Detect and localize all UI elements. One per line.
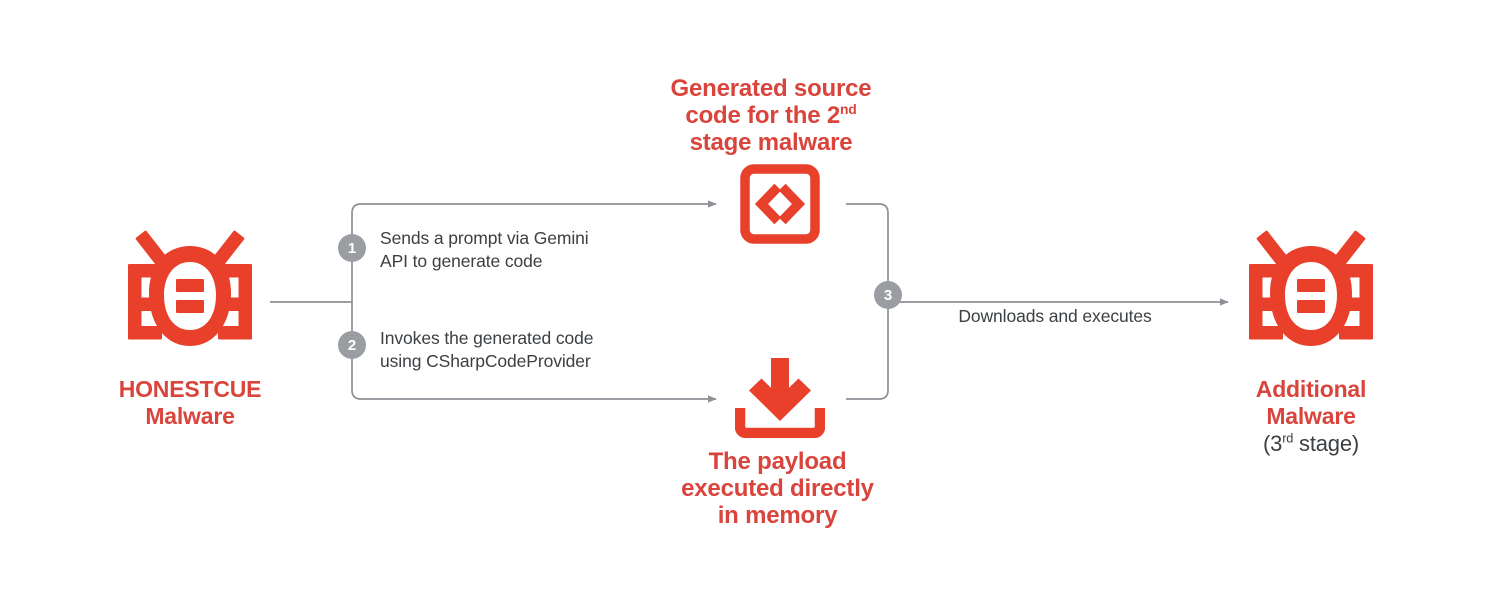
- step-badge-1[interactable]: 1: [338, 234, 366, 262]
- generated-code-heading-line1: Generated source: [670, 75, 872, 102]
- generated-code-heading-line2-text: code for the 2: [685, 102, 840, 129]
- additional-node-sublabel: (3rd stage): [1191, 430, 1431, 457]
- payload-heading-line1: The payload: [708, 448, 847, 475]
- additional-node-sublabel-pre: (3: [1263, 431, 1283, 456]
- additional-node-label-line2: Malware: [1266, 403, 1356, 429]
- step-text-3: Downloads and executes: [958, 306, 1152, 326]
- additional-node-label: Additional Malware (3rd stage): [1191, 376, 1431, 457]
- step-badge-2[interactable]: 2: [338, 331, 366, 359]
- generated-code-heading-line2: code for the 2nd: [651, 102, 891, 129]
- bug-icon-additional: [1245, 218, 1377, 358]
- download-icon: [734, 358, 826, 439]
- source-node-label-line1: HONESTCUE: [118, 376, 262, 402]
- step-badge-3[interactable]: 3: [874, 281, 902, 309]
- step-text-1: Sends a prompt via Gemini API to generat…: [380, 228, 589, 271]
- code-brackets-icon: [740, 164, 820, 244]
- payload-heading-line2: executed directly: [681, 475, 874, 502]
- additional-node-sublabel-post: stage): [1293, 431, 1359, 456]
- additional-node-sublabel-ordinal: rd: [1282, 430, 1294, 446]
- generated-code-heading-line3: stage malware: [689, 129, 853, 156]
- source-node-label-line2: Malware: [145, 403, 235, 429]
- step-text-2: Invokes the generated code using CSharpC…: [380, 328, 594, 371]
- payload-heading-line3: in memory: [717, 502, 838, 529]
- edge-payload-to-merge: [846, 302, 889, 400]
- additional-node-label-line1: Additional: [1255, 376, 1367, 402]
- generated-code-heading-ordinal: nd: [839, 101, 857, 117]
- source-node-label: HONESTCUE Malware: [70, 376, 310, 430]
- generated-code-heading: Generated source code for the 2nd stage …: [651, 75, 891, 156]
- bug-icon-source: [124, 218, 256, 358]
- payload-heading: The payload executed directly in memory: [655, 448, 900, 529]
